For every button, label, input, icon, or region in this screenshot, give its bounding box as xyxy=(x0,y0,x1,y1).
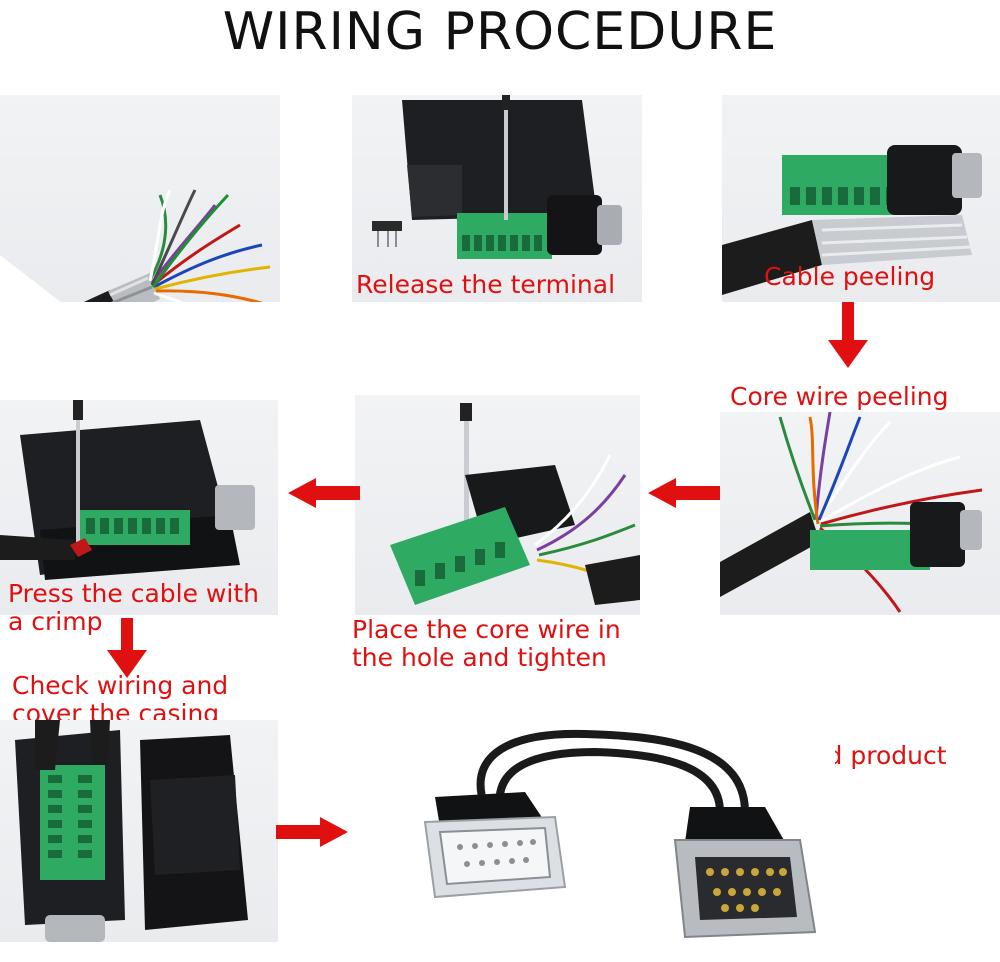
step-caption: Cable peeling xyxy=(764,262,936,291)
arrow-left-icon xyxy=(648,478,720,508)
step-caption: Press the cable with a crimp xyxy=(8,579,259,636)
arrow-down-icon xyxy=(828,302,868,368)
step-caption: Release the terminal xyxy=(356,270,616,299)
page-title: WIRING PROCEDURE xyxy=(222,2,778,62)
step-caption: Place the core wire in the hole and tigh… xyxy=(352,615,621,672)
step-caption: Core wire peeling xyxy=(730,382,949,411)
arrow-left-icon xyxy=(288,478,360,508)
photo-stripped-cable xyxy=(0,95,280,302)
arrow-right-icon xyxy=(276,817,348,847)
photo-cable-peeling: Cable peeling xyxy=(722,95,1000,302)
photo-place-core-wire xyxy=(355,395,640,615)
photo-press-crimp xyxy=(0,400,278,615)
photo-release-terminal: Release the terminal xyxy=(352,95,642,302)
photo-cover-casing xyxy=(0,720,278,942)
photo-core-wire-peeling xyxy=(720,412,1000,615)
photo-finished-product xyxy=(405,712,835,952)
arrow-down-icon xyxy=(107,618,147,678)
